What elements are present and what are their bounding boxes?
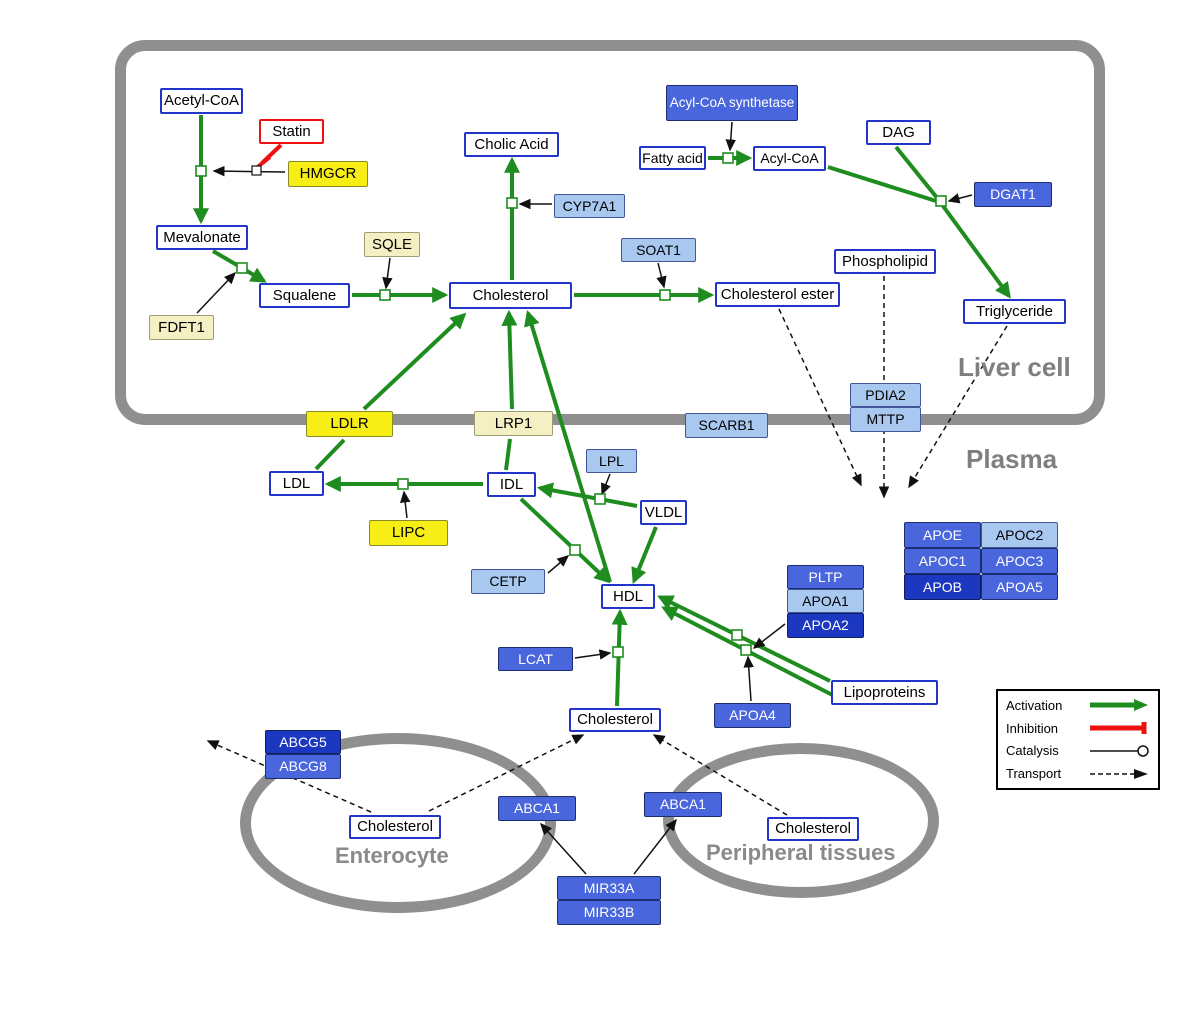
node-apoa2[interactable]: APOA2 [787, 613, 864, 638]
node-apob[interactable]: APOB [904, 574, 981, 600]
node-acetyl-coa[interactable]: Acetyl-CoA [160, 88, 243, 114]
node-cholesterol-ester[interactable]: Cholesterol ester [715, 282, 840, 307]
node-mir33a[interactable]: MIR33A [557, 876, 661, 900]
legend-inhibition-label: Inhibition [1006, 720, 1059, 736]
node-lcat[interactable]: LCAT [498, 647, 573, 671]
node-ldl[interactable]: LDL [269, 471, 324, 496]
node-apoa1[interactable]: APOA1 [787, 589, 864, 613]
node-pltp[interactable]: PLTP [787, 565, 864, 589]
plasma-label: Plasma [966, 444, 1058, 474]
node-abcg5[interactable]: ABCG5 [265, 730, 341, 754]
node-phospholipid[interactable]: Phospholipid [834, 249, 936, 274]
liver-cell-label: Liver cell [958, 352, 1071, 382]
node-cholic-acid[interactable]: Cholic Acid [464, 132, 559, 157]
node-scarb1[interactable]: SCARB1 [685, 413, 768, 438]
node-cholesterol-liver[interactable]: Cholesterol [449, 282, 572, 309]
node-hdl[interactable]: HDL [601, 584, 655, 609]
node-cholesterol-plasma[interactable]: Cholesterol [569, 708, 661, 732]
node-fatty-acid[interactable]: Fatty acid [639, 146, 706, 170]
node-apoe[interactable]: APOE [904, 522, 981, 548]
node-cholesterol-enterocyte[interactable]: Cholesterol [349, 815, 441, 839]
activation-edges [193, 115, 1011, 707]
legend-transport-label: Transport [1006, 766, 1062, 782]
node-statin[interactable]: Statin [259, 119, 324, 144]
node-soat1[interactable]: SOAT1 [621, 238, 696, 262]
node-acyl-coa[interactable]: Acyl-CoA [753, 146, 826, 171]
legend-catalysis: Catalysis [1006, 743, 1150, 758]
node-lipc[interactable]: LIPC [369, 520, 448, 546]
node-acyl-coa-synthetase[interactable]: Acyl-CoA synthetase [666, 85, 798, 121]
node-fdft1[interactable]: FDFT1 [149, 315, 214, 340]
node-cetp[interactable]: CETP [471, 569, 545, 594]
node-apoa5[interactable]: APOA5 [981, 574, 1058, 600]
node-vldl[interactable]: VLDL [640, 500, 687, 525]
node-pdia2[interactable]: PDIA2 [850, 383, 921, 407]
node-apoc3[interactable]: APOC3 [981, 548, 1058, 574]
reaction-nodes [195, 152, 947, 658]
node-apoc2[interactable]: APOC2 [981, 522, 1058, 548]
legend-catalysis-label: Catalysis [1006, 743, 1059, 759]
legend-transport: Transport [1006, 766, 1150, 781]
node-apoa4[interactable]: APOA4 [714, 703, 791, 728]
node-abca1-right[interactable]: ABCA1 [644, 792, 722, 817]
node-dag[interactable]: DAG [866, 120, 931, 145]
activation-arrow-icon [1090, 699, 1148, 712]
node-apoc1[interactable]: APOC1 [904, 548, 981, 574]
node-lrp1[interactable]: LRP1 [474, 411, 553, 436]
node-abcg8[interactable]: ABCG8 [265, 754, 341, 779]
legend-activation-label: Activation [1006, 697, 1063, 713]
legend: Activation Inhibition Catalysis Transpor… [996, 689, 1160, 790]
node-mttp[interactable]: MTTP [850, 407, 921, 432]
node-hmgcr[interactable]: HMGCR [288, 161, 368, 187]
node-lipoproteins[interactable]: Lipoproteins [831, 680, 938, 705]
node-squalene[interactable]: Squalene [259, 283, 350, 308]
node-mir33b[interactable]: MIR33B [557, 900, 661, 925]
node-mevalonate[interactable]: Mevalonate [156, 225, 248, 250]
liver-cell-membrane [115, 40, 1105, 425]
inhibition-edge [253, 143, 283, 171]
peripheral-tissues-label: Peripheral tissues [706, 840, 896, 865]
inhibition-tee-icon [1090, 722, 1147, 735]
node-abca1-left[interactable]: ABCA1 [498, 796, 576, 821]
catalysis-circle-icon [1090, 745, 1149, 757]
catalysis-edges [196, 121, 973, 875]
node-cyp7a1[interactable]: CYP7A1 [554, 194, 625, 218]
node-lpl[interactable]: LPL [586, 449, 637, 473]
node-sqle[interactable]: SQLE [364, 232, 420, 257]
node-ldlr[interactable]: LDLR [306, 411, 393, 437]
node-cholesterol-peripheral[interactable]: Cholesterol [767, 817, 859, 841]
transport-dashed-arrow-icon [1090, 768, 1148, 779]
legend-inhibition: Inhibition [1006, 721, 1150, 736]
legend-activation: Activation [1006, 698, 1150, 713]
enterocyte-label: Enterocyte [335, 843, 449, 868]
node-triglyceride[interactable]: Triglyceride [963, 299, 1066, 324]
node-dgat1[interactable]: DGAT1 [974, 182, 1052, 207]
node-idl[interactable]: IDL [487, 472, 536, 497]
